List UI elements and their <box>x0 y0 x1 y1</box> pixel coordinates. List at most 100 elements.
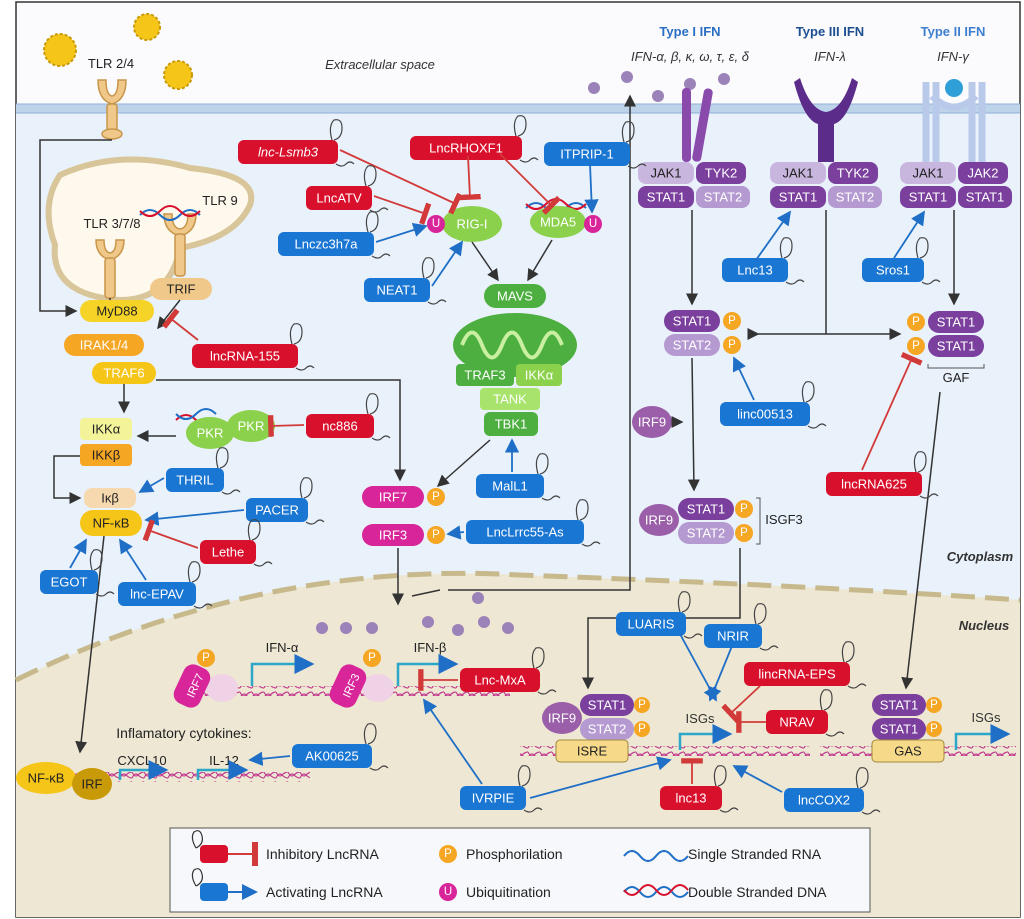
svg-text:U: U <box>589 218 597 230</box>
svg-text:TYK2: TYK2 <box>837 166 870 181</box>
lncrna-ak00625: AK00625 <box>248 723 389 771</box>
svg-text:P: P <box>930 699 938 711</box>
svg-text:STAT1: STAT1 <box>687 502 726 517</box>
lncrna-label: lnc-EPAV <box>130 587 184 602</box>
nucleus-label: Nucleus <box>959 618 1010 633</box>
lncrna-label: linc00513 <box>737 407 793 422</box>
ubiquitin-legend-icon <box>439 883 457 901</box>
svg-text:IRF9: IRF9 <box>645 513 673 528</box>
svg-text:PKR: PKR <box>197 426 224 441</box>
svg-text:P: P <box>912 340 920 352</box>
svg-text:NF-κB: NF-κB <box>28 771 65 786</box>
tlr9-label: TLR 9 <box>202 193 237 208</box>
svg-text:JAK1: JAK1 <box>782 166 813 181</box>
svg-text:IKKα: IKKα <box>525 368 554 383</box>
svg-text:GAF: GAF <box>943 370 970 385</box>
lncrna-label: Lnc-MxA <box>474 673 526 688</box>
lncrna-lnclrrc55: LncLrrc55-As <box>446 499 601 547</box>
hairpin-rna-icon <box>365 393 391 441</box>
isgf3-nuclear: IRF9 STAT1 P STAT2 P <box>542 694 650 740</box>
lncrna-lnc-epav: lnc-EPAV <box>118 538 213 609</box>
lncrna-label: lincRNA-EPS <box>758 667 836 682</box>
lncrna-lncrna625: lncRNA625 <box>826 351 939 499</box>
ifna-gene: IFN-α <box>266 640 299 655</box>
lncrna-label: PACER <box>255 503 299 518</box>
lncrna-lnczc3h7a: Lnczc3h7a <box>278 211 428 259</box>
tbk1-box: TBK1 <box>484 412 538 436</box>
hairpin-rna-icon <box>215 447 241 495</box>
isre-box: ISRE <box>555 739 629 763</box>
svg-text:TBK1: TBK1 <box>495 417 528 432</box>
lncrna-lncrhoxf1: LncRHOXF1 <box>410 115 561 215</box>
hairpin-rna-icon <box>779 237 805 285</box>
lncrna-label: lnc-Lsmb3 <box>258 145 319 160</box>
svg-text:P: P <box>638 723 646 735</box>
lncrna-label: NEAT1 <box>377 283 418 298</box>
legend-activating: Activating LncRNA <box>266 884 383 900</box>
type2-ifn-receptor-icon <box>922 79 986 162</box>
regulation-arrow <box>431 240 464 287</box>
dsdna-legend-icon <box>623 886 689 898</box>
svg-text:P: P <box>368 652 376 664</box>
rigi-box: RIG-I U <box>427 206 502 242</box>
hairpin-rna-icon <box>855 767 881 815</box>
lncrna-label: LncATV <box>316 191 362 206</box>
legend-ssrna: Single Stranded RNA <box>688 846 822 862</box>
ikka-box: IKKα <box>80 418 132 440</box>
hairpin-rna-icon <box>365 211 391 259</box>
type3-ifn-title: Type III IFN <box>796 24 864 39</box>
lncrna-linc00513: linc00513 <box>720 356 827 429</box>
hairpin-rna-icon <box>621 121 647 169</box>
svg-text:P: P <box>740 503 748 515</box>
svg-text:U: U <box>432 218 440 230</box>
regulation-arrow <box>584 163 599 214</box>
ikb-box: Iκβ <box>84 488 136 508</box>
regulation-arrow <box>373 195 432 225</box>
regulation-arrow <box>732 765 783 793</box>
svg-text:P: P <box>202 652 210 664</box>
inhibitory-legend-hairpin-icon <box>191 830 203 849</box>
regulation-arrow <box>861 351 923 471</box>
lncrna-label: Sros1 <box>876 263 910 278</box>
svg-text:RIG-I: RIG-I <box>456 217 487 232</box>
lncrna-label: lnc13 <box>675 791 706 806</box>
lncrna-neat1: NEAT1 <box>364 240 464 305</box>
trif-box: TRIF <box>150 278 212 300</box>
regulation-arrow <box>375 222 428 243</box>
regulation-arrow <box>721 685 761 724</box>
regulation-arrow <box>69 538 87 569</box>
hairpin-rna-icon <box>187 561 213 609</box>
hairpin-rna-icon <box>819 689 845 737</box>
lncrna-lincrna-eps: lincRNA-EPS <box>721 641 867 724</box>
lncrna-lnc13a: Lnc13 <box>722 210 805 285</box>
tlr24-receptor-icon <box>97 79 127 140</box>
regulation-arrow <box>267 415 305 437</box>
irf3-box: IRF3 P <box>362 524 445 546</box>
svg-text:STAT2: STAT2 <box>704 190 743 205</box>
svg-text:STAT1: STAT1 <box>588 698 627 713</box>
cytoplasm-label: Cytoplasm <box>947 549 1014 564</box>
hairpin-rna-icon <box>713 765 739 813</box>
lncrna-nc886: nc886 <box>267 393 391 441</box>
cxcl10-gene: CXCL10 <box>117 753 166 768</box>
irf7-box: IRF7 P <box>362 486 445 508</box>
svg-text:P: P <box>740 527 748 539</box>
lncrna-label: nc886 <box>322 419 357 434</box>
ifnb-gene: IFN-β <box>414 640 447 655</box>
extracellular-label: Extracellular space <box>325 57 435 72</box>
svg-text:Iκβ: Iκβ <box>101 491 119 506</box>
svg-text:JAK2: JAK2 <box>967 166 998 181</box>
svg-text:STAT1: STAT1 <box>880 722 919 737</box>
lncrna-label: NRIR <box>717 629 749 644</box>
svg-text:P: P <box>444 848 452 860</box>
pkr-dimer: PKR PKR <box>175 408 275 449</box>
lncrna-egot: EGOT <box>40 538 115 597</box>
regulation-arrow <box>248 751 291 766</box>
svg-text:ISGF3: ISGF3 <box>765 512 803 527</box>
irf7-nuclear: IRF7 P <box>173 649 238 708</box>
lncrna-label: Lnczc3h7a <box>295 237 359 252</box>
lncrna-label: MalL1 <box>492 479 527 494</box>
svg-text:STAT2: STAT2 <box>588 722 627 737</box>
